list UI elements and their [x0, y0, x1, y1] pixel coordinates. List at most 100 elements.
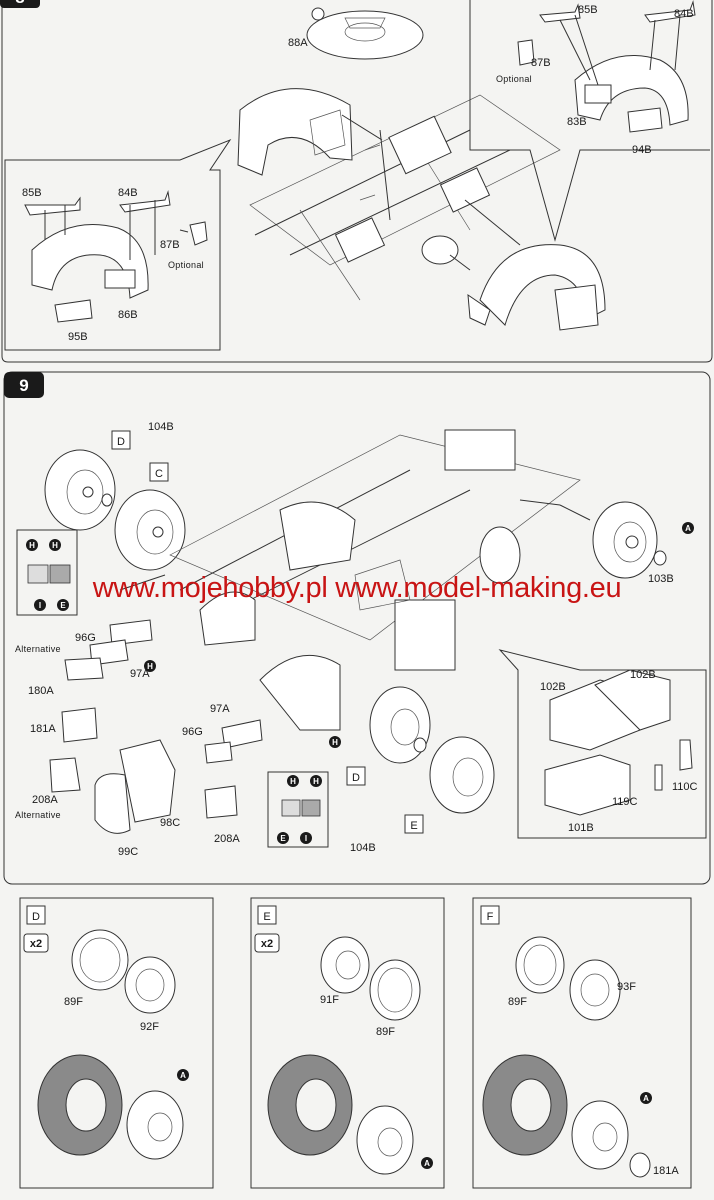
left-inset — [4, 138, 232, 351]
box-letter-d-top — [111, 430, 131, 450]
lamp-circle-e1: E — [60, 601, 66, 610]
label-85b-left: 85B — [22, 187, 42, 199]
step-9: 9 — [3, 371, 711, 885]
part-208a-left — [49, 757, 81, 793]
bracket-85b-left — [24, 196, 81, 216]
circle-a-front-text: A — [685, 524, 691, 533]
cap-181a — [629, 1152, 651, 1178]
washer-104b-bottom — [413, 737, 427, 753]
rear-fender-9 — [259, 654, 341, 731]
label-96g-right: 96G — [182, 726, 203, 738]
lamp-circle-h4: H — [313, 777, 319, 786]
panel-f: F A 89F 93F 181A — [472, 897, 692, 1189]
circle-h-left-text: H — [147, 662, 153, 671]
label-181a: 181A — [30, 723, 56, 735]
panel-e-letter: E — [263, 911, 270, 923]
box-letter-d-top-text: D — [117, 436, 125, 448]
label-208a-right: 208A — [214, 833, 240, 845]
step-8-badge — [0, 0, 40, 8]
label-181a-f: 181A — [653, 1165, 679, 1177]
lamp-circle-h3: H — [290, 777, 296, 786]
panel-e: E x2 A 91F 89F — [250, 897, 445, 1189]
label-101b: 101B — [568, 822, 594, 834]
lamp-circle-i2: I — [305, 834, 307, 843]
fuel-tank — [394, 599, 456, 671]
label-102b-a: 102B — [540, 681, 566, 693]
label-84b-left: 84B — [118, 187, 138, 199]
part-208a-right — [204, 785, 238, 819]
panel-e-circle-a: A — [424, 1159, 430, 1168]
label-88a: 88A — [288, 37, 308, 49]
box-letter-c — [149, 462, 169, 482]
alternative-top: Alternative — [15, 644, 61, 654]
tail-lights-left — [49, 574, 176, 834]
part-181a — [61, 707, 98, 743]
part-98c — [119, 739, 176, 823]
label-98c: 98C — [160, 817, 180, 829]
optional-right: Optional — [496, 74, 532, 84]
panel-f-circle-a: A — [643, 1094, 649, 1103]
chassis-assembly — [169, 429, 591, 731]
part-87b-left — [189, 221, 208, 246]
fender-left-exploded — [237, 88, 383, 176]
panel-d-letter: D — [32, 911, 40, 923]
label-87b-left: 87B — [160, 239, 180, 251]
lamp-circle-h1: H — [29, 541, 35, 550]
label-86b-left: 86B — [118, 309, 138, 321]
panel-f-letter: F — [487, 911, 494, 923]
part-99c — [94, 773, 131, 834]
label-102b: 102B — [630, 669, 656, 681]
part-95b-left — [54, 299, 93, 323]
label-92f: 92F — [140, 1021, 159, 1033]
wheel-rear-left-outer — [44, 449, 116, 531]
label-89f-e: 89F — [376, 1026, 395, 1038]
label-180a: 180A — [28, 685, 54, 697]
wheel-mid-right — [429, 736, 495, 814]
box-letter-e — [404, 814, 424, 834]
lamp-circle-e2: E — [280, 834, 286, 843]
circle-h-center-text: H — [332, 738, 338, 747]
label-208a-left: 208A — [32, 794, 58, 806]
box-letter-c-text: C — [155, 468, 163, 480]
label-97a-left: 97A — [130, 668, 150, 680]
label-94b-right: 94B — [632, 144, 652, 156]
fifth-wheel-part — [306, 7, 424, 60]
part-180a — [64, 657, 104, 681]
battery-box-inset — [498, 649, 707, 839]
box-letter-d-bottom — [346, 766, 366, 786]
tail-lights-right: H H E I — [204, 719, 329, 848]
label-99c: 99C — [118, 846, 138, 858]
watermark-text: www.mojehobby.pl www.model-making.eu — [92, 572, 622, 604]
panel-e-multiplier: x2 — [261, 938, 273, 950]
bracket-84b-right — [644, 0, 696, 23]
panel-d: D x2 A 89F 92F — [19, 897, 214, 1189]
step-8: 8 88A — [0, 0, 713, 363]
wheel-rear-left-inner — [114, 489, 186, 571]
rim-89f-f — [515, 936, 565, 994]
washer-104b-top — [101, 493, 113, 507]
circle-a-front: A — [682, 522, 694, 534]
label-87b-right: 87B — [531, 57, 551, 69]
label-83b-right: 83B — [567, 116, 587, 128]
lamp-option-grid-bottom — [267, 771, 329, 848]
label-103b: 103B — [648, 573, 674, 585]
bracket-85b-right — [539, 3, 581, 23]
step-9-number: 9 — [19, 376, 28, 395]
label-104b-top: 104B — [148, 421, 174, 433]
label-97a-right: 97A — [210, 703, 230, 715]
label-85b-right: 85B — [578, 4, 598, 16]
label-119c: 119C — [612, 796, 638, 808]
part-94b-right — [627, 107, 663, 133]
cap-103b — [653, 550, 667, 566]
label-96g-left: 96G — [75, 632, 96, 644]
label-91f: 91F — [320, 994, 339, 1006]
label-89f-f: 89F — [508, 996, 527, 1008]
lamp-option-grid-top: H H I E — [16, 529, 78, 616]
label-89f-d: 89F — [64, 996, 83, 1008]
lamp-circle-i1: I — [39, 601, 41, 610]
box-letter-d-bottom-text: D — [352, 772, 360, 784]
label-110c: 110C — [672, 781, 698, 793]
lamp-circle-h2: H — [52, 541, 58, 550]
rim-89f-e — [369, 959, 421, 1021]
